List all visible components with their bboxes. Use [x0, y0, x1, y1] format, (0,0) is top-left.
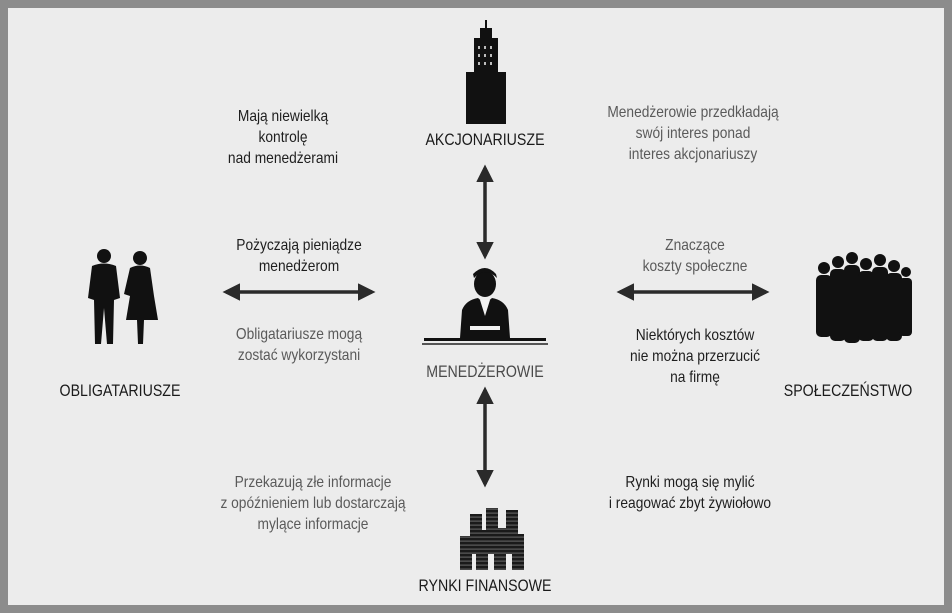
annotation-left-above: Pożyczają pieniądze menedżerom	[236, 237, 362, 275]
annotation-right-below: Niektórych kosztów nie można przerzucić …	[629, 327, 760, 386]
annotation-bottom-right: Rynki mogą się mylić i reagować zbyt żyw…	[608, 474, 772, 512]
coin-stacks-icon	[460, 508, 524, 570]
node-label-akcjonariusze: AKCJONARIUSZE	[425, 131, 545, 149]
manager-at-desk-icon	[422, 268, 548, 345]
annotation-left-below: Obligatariusze mogą zostać wykorzystani	[235, 326, 363, 364]
annotation-top-left: Mają niewielką kontrolę nad menedżerami	[227, 108, 339, 167]
node-label-menedzerowie: MENEDŻEROWIE	[426, 363, 544, 381]
annotation-bottom-left: Przekazują złe informacje z opóźnieniem …	[220, 474, 406, 533]
skyscraper-icon	[466, 20, 506, 124]
annotation-right-above: Znaczące koszty społeczne	[642, 237, 748, 275]
node-label-obligatariusze: OBLIGATARIUSZE	[59, 382, 181, 400]
node-label-spoleczenstwo: SPOŁECZEŃSTWO	[783, 382, 913, 400]
annotation-top-right: Menedżerowie przedkładają swój interes p…	[607, 104, 779, 163]
arrows-layer	[222, 164, 770, 488]
diagram-canvas: AKCJONARIUSZE MENEDŻEROWIE OBLIGATARIUSZ…	[8, 8, 944, 605]
node-label-rynki-finansowe: RYNKI FINANSOWE	[418, 577, 552, 595]
couple-silhouette-icon	[88, 249, 158, 344]
crowd-silhouette-icon	[816, 252, 912, 343]
